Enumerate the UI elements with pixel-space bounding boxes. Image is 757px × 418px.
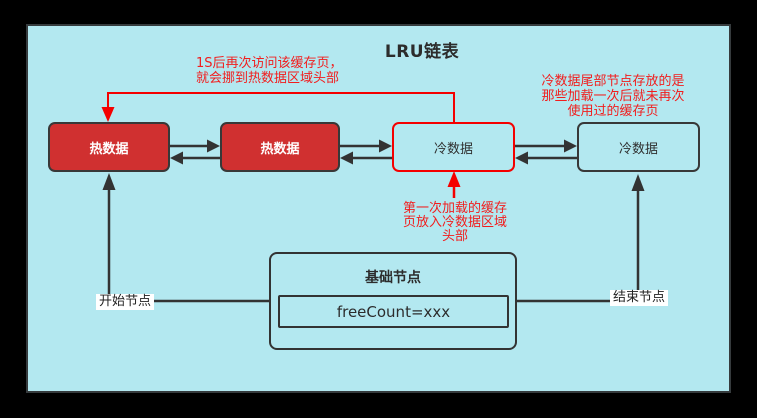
node-cold-data-2: 冷数据 [577,122,700,172]
node-label: 热数据 [89,141,129,157]
annotation-line: 第一次加载的缓存 [402,201,507,216]
node-hot-data-1: 热数据 [48,122,170,172]
annotation-line: 1S后再次访问该缓存页， [196,56,343,71]
annotation-move-to-hot: 1S后再次访问该缓存页， 就会挪到热数据区域头部 [196,56,343,86]
base-node-title: 基础节点 [365,270,421,286]
annotation-line: 那些加载一次后就未再次 [541,89,685,104]
node-base: 基础节点 freeCount=xxx [269,252,517,350]
node-label: 热数据 [260,141,300,157]
node-cold-data-1: 冷数据 [392,122,515,172]
base-node-free-count: freeCount=xxx [278,295,509,328]
node-label: 冷数据 [433,141,473,157]
annotation-line: 冷数据尾部节点存放的是 [541,74,685,89]
page-title: LRU链表 [384,42,460,62]
node-hot-data-2: 热数据 [220,122,340,172]
annotation-line: 页放入冷数据区域 [402,215,507,230]
annotation-cold-tail: 冷数据尾部节点存放的是 那些加载一次后就未再次 使用过的缓存页 [536,74,690,119]
free-count-value: freeCount=xxx [336,302,451,321]
annotation-line: 头部 [441,229,468,244]
start-node-label: 开始节点 [96,294,155,310]
annotation-line: 就会挪到热数据区域头部 [196,71,340,86]
node-label: 冷数据 [618,141,658,157]
annotation-first-load: 第一次加载的缓存 页放入冷数据区域 头部 [394,202,516,244]
annotation-line: 使用过的缓存页 [567,104,659,119]
end-node-label: 结束节点 [610,290,669,306]
